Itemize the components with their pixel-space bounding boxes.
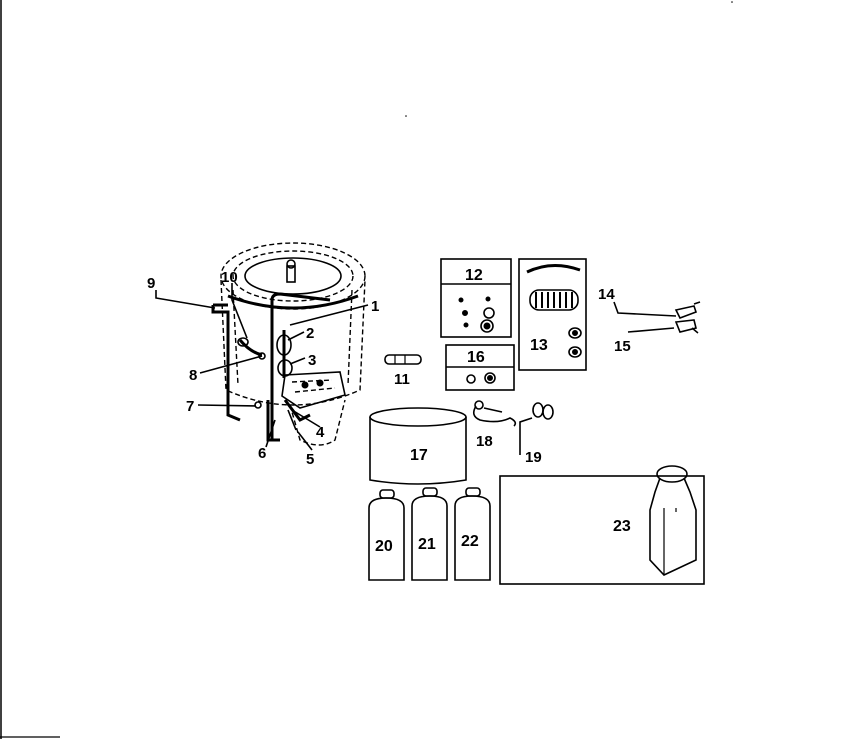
callout-18: 18 bbox=[476, 433, 493, 450]
callout-3: 3 bbox=[308, 352, 316, 369]
callout-13: 13 bbox=[530, 337, 548, 354]
callout-10: 10 bbox=[221, 269, 238, 286]
tub-assembly bbox=[211, 242, 366, 446]
part-13-timer-panel bbox=[518, 258, 587, 371]
part-21-bottle bbox=[411, 487, 448, 581]
callout-22: 22 bbox=[461, 533, 479, 550]
stray-mark bbox=[731, 1, 733, 3]
part-20-bottle bbox=[368, 489, 405, 581]
callout-6: 6 bbox=[258, 445, 266, 462]
part-14-clip bbox=[613, 301, 701, 320]
part-11-pin bbox=[384, 354, 422, 365]
part-18-hose-clamp bbox=[472, 400, 517, 427]
part-23-carton bbox=[499, 465, 705, 585]
callout-12: 12 bbox=[465, 267, 483, 284]
leader-lines bbox=[155, 283, 369, 451]
callout-7: 7 bbox=[186, 398, 194, 415]
callout-2: 2 bbox=[306, 325, 314, 342]
callout-15: 15 bbox=[614, 338, 631, 355]
part-15-clip bbox=[627, 319, 699, 334]
callout-23: 23 bbox=[613, 518, 631, 535]
callout-17: 17 bbox=[410, 447, 428, 464]
callout-21: 21 bbox=[418, 536, 436, 553]
callout-11: 11 bbox=[394, 371, 410, 388]
part-17-drum bbox=[369, 407, 467, 485]
callout-19: 19 bbox=[525, 449, 542, 466]
callout-labels: 1 2 3 4 5 6 7 8 9 10 11 12 13 14 15 16 1… bbox=[147, 267, 631, 555]
part-12-control-panel bbox=[440, 258, 512, 338]
callout-1: 1 bbox=[371, 298, 379, 315]
part-19-coupling bbox=[519, 402, 554, 455]
callout-5: 5 bbox=[306, 451, 314, 468]
callout-20: 20 bbox=[375, 538, 393, 555]
stray-mark bbox=[405, 115, 407, 117]
callout-16: 16 bbox=[467, 349, 485, 366]
callout-8: 8 bbox=[189, 367, 197, 384]
callout-9: 9 bbox=[147, 275, 155, 292]
part-16-control-panel bbox=[445, 344, 515, 391]
callout-4: 4 bbox=[316, 424, 325, 441]
part-22-bottle bbox=[454, 487, 491, 581]
callout-14: 14 bbox=[598, 286, 615, 303]
